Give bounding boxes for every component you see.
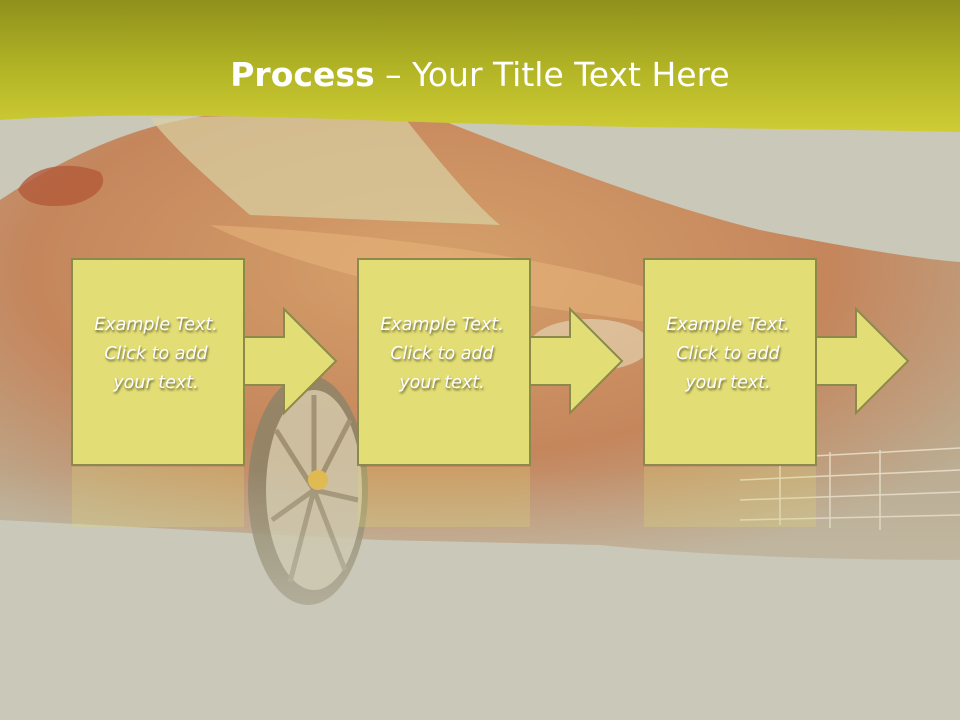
step-shape-2 (357, 258, 624, 527)
process-step-3[interactable]: Example Text. Click to add your text. (642, 257, 960, 527)
step-shape-3 (643, 258, 910, 527)
process-step-2[interactable]: Example Text. Click to add your text. (356, 257, 696, 527)
step-1-text[interactable]: Example Text. Click to add your text. (94, 315, 218, 393)
title-bold: Process (230, 55, 375, 94)
slide-title[interactable]: Process – Your Title Text Here (0, 54, 960, 96)
step-2-text[interactable]: Example Text. Click to add your text. (380, 315, 504, 393)
process-step-1[interactable]: Example Text. Click to add your text. (70, 257, 410, 527)
title-rest: – Your Title Text Here (374, 55, 730, 94)
step-shape-1 (71, 258, 338, 527)
step-3-text[interactable]: Example Text. Click to add your text. (666, 315, 790, 393)
